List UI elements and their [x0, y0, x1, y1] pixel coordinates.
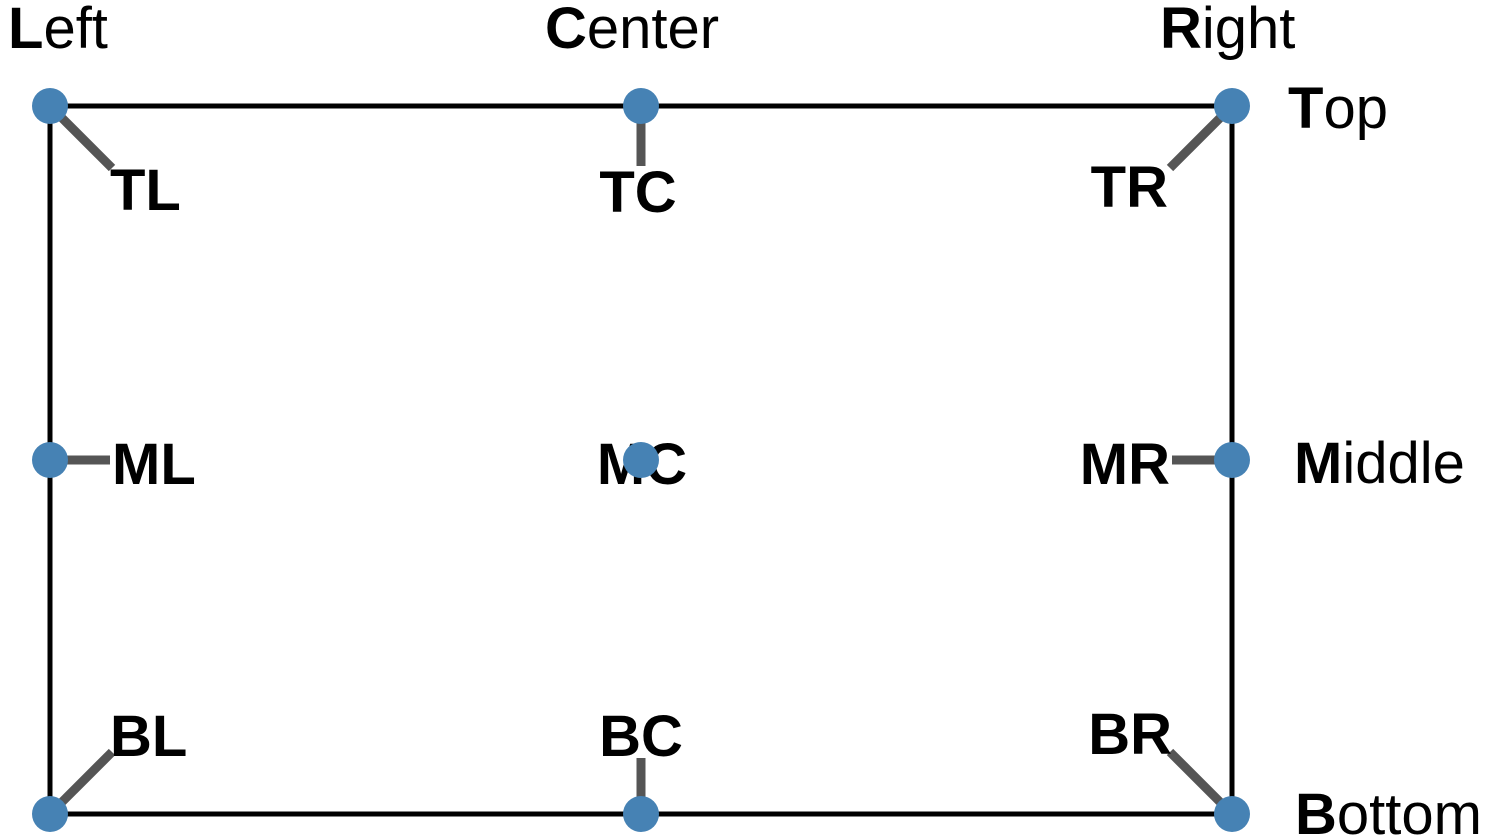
anchor-label-ml: ML	[112, 432, 196, 497]
point-middle-center	[623, 442, 659, 478]
anchor-label-mr: MR	[1080, 432, 1170, 497]
column-label-right: Right	[1160, 0, 1295, 61]
column-label-left-rest: eft	[43, 0, 108, 61]
row-label-bottom-rest: ottom	[1337, 782, 1482, 839]
anchor-label-br: BR	[1088, 702, 1172, 767]
row-label-bottom-bold: B	[1295, 782, 1337, 839]
point-middle-left	[32, 442, 68, 478]
column-labels: Left Center Right	[8, 0, 1295, 61]
column-label-center-bold: C	[545, 0, 587, 61]
row-label-top-bold: T	[1288, 76, 1323, 141]
column-label-left-bold: L	[8, 0, 43, 61]
row-label-bottom: Bottom	[1295, 782, 1482, 839]
anchor-label-tl: TL	[110, 158, 181, 223]
point-bottom-left	[32, 796, 68, 832]
row-label-top: Top	[1288, 76, 1388, 141]
point-top-center	[623, 88, 659, 124]
row-label-middle-bold: M	[1294, 431, 1342, 496]
anchor-label-tc: TC	[599, 160, 676, 225]
point-top-left	[32, 88, 68, 124]
column-label-right-rest: ight	[1202, 0, 1296, 61]
row-label-middle-rest: iddle	[1342, 431, 1465, 496]
point-middle-right	[1214, 442, 1250, 478]
column-label-right-bold: R	[1160, 0, 1202, 61]
column-label-center-rest: enter	[587, 0, 719, 61]
point-top-right	[1214, 88, 1250, 124]
point-bottom-right	[1214, 796, 1250, 832]
anchor-label-tr: TR	[1091, 155, 1168, 220]
anchor-label-bl: BL	[110, 704, 187, 769]
anchor-points	[32, 88, 1250, 832]
point-bottom-center	[623, 796, 659, 832]
row-labels: Top Middle Bottom	[1288, 76, 1482, 839]
column-label-left: Left	[8, 0, 108, 61]
column-label-center: Center	[545, 0, 719, 61]
row-label-top-rest: op	[1323, 76, 1388, 141]
row-label-middle: Middle	[1294, 431, 1465, 496]
anchor-label-bc: BC	[599, 704, 683, 769]
